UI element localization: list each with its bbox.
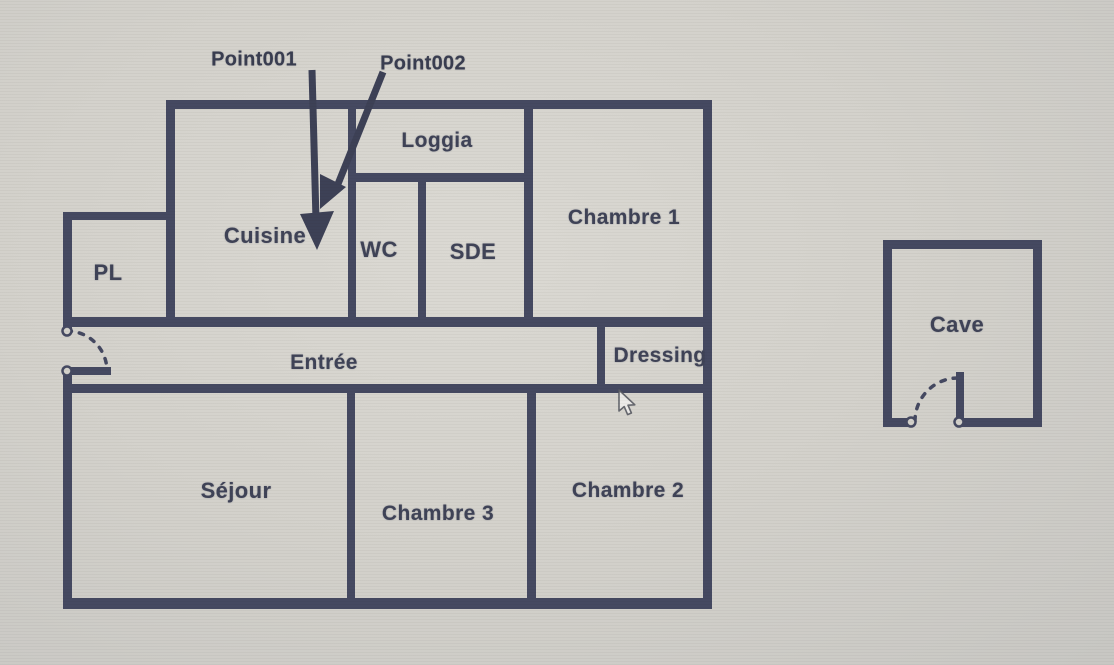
point001-arrow-line — [308, 69, 320, 221]
wall-chambre1-left — [524, 100, 533, 327]
room-label-chambre1: Chambre 1 — [567, 206, 681, 229]
wall-cave-door-leaf — [956, 372, 964, 422]
room-label-entree: Entrée — [290, 351, 358, 374]
entry-door-hinge-bottom — [61, 365, 73, 377]
wall-cave-left — [883, 240, 892, 427]
room-label-cuisine: Cuisine — [223, 223, 307, 248]
wall-entry-door-stub — [63, 367, 111, 375]
wall-cave-right — [1033, 240, 1042, 427]
wall-pl-left — [63, 212, 72, 331]
wall-bottom — [63, 598, 712, 609]
room-label-wc: WC — [360, 237, 398, 262]
room-label-pl: PL — [93, 260, 123, 285]
wall-cave-bottom-left — [883, 418, 913, 427]
door-swings — [61, 325, 965, 428]
room-label-sde: SDE — [449, 239, 497, 264]
wall-cuisine-left — [166, 100, 175, 327]
cave-door-arc — [913, 376, 960, 423]
wall-sejour-chambre3-divider — [347, 384, 355, 609]
annotation-label-point001: Point001 — [211, 48, 297, 71]
cave-walls — [883, 240, 1042, 427]
wall-loggia-bottom — [348, 173, 532, 182]
wall-dressing-left — [597, 317, 605, 393]
wall-entree-top — [63, 317, 712, 327]
wall-cave-top — [883, 240, 1042, 249]
cave-door-hinge-left — [905, 416, 917, 428]
room-label-chambre3: Chambre 3 — [381, 502, 495, 525]
cave-door-hinge-right — [953, 416, 965, 428]
wall-left-lower — [63, 367, 72, 609]
entry-door-hinge-top — [61, 325, 73, 337]
point001-arrow-head — [300, 211, 334, 250]
wall-chambre3-chambre2-divider — [527, 384, 536, 609]
wall-wc-sde-divider — [418, 173, 426, 327]
room-label-sejour: Séjour — [200, 478, 272, 503]
wall-top — [166, 100, 712, 109]
apartment-walls — [63, 100, 712, 609]
wall-cave-bottom-right — [956, 418, 1042, 427]
wall-entree-bottom — [63, 384, 712, 393]
room-label-dressing: Dressing — [613, 344, 707, 367]
point002-arrow-line — [334, 70, 387, 186]
annotation-arrows — [300, 69, 387, 250]
entry-door-arc — [65, 329, 109, 373]
wall-pl-top — [63, 212, 175, 220]
annotation-label-point002: Point002 — [380, 52, 466, 75]
wall-right — [703, 100, 712, 609]
wall-cuisine-right — [348, 100, 356, 327]
point002-arrow-head — [320, 174, 346, 209]
room-label-cave: Cave — [929, 312, 985, 337]
room-label-chambre2: Chambre 2 — [571, 479, 685, 502]
room-label-loggia: Loggia — [401, 129, 473, 152]
